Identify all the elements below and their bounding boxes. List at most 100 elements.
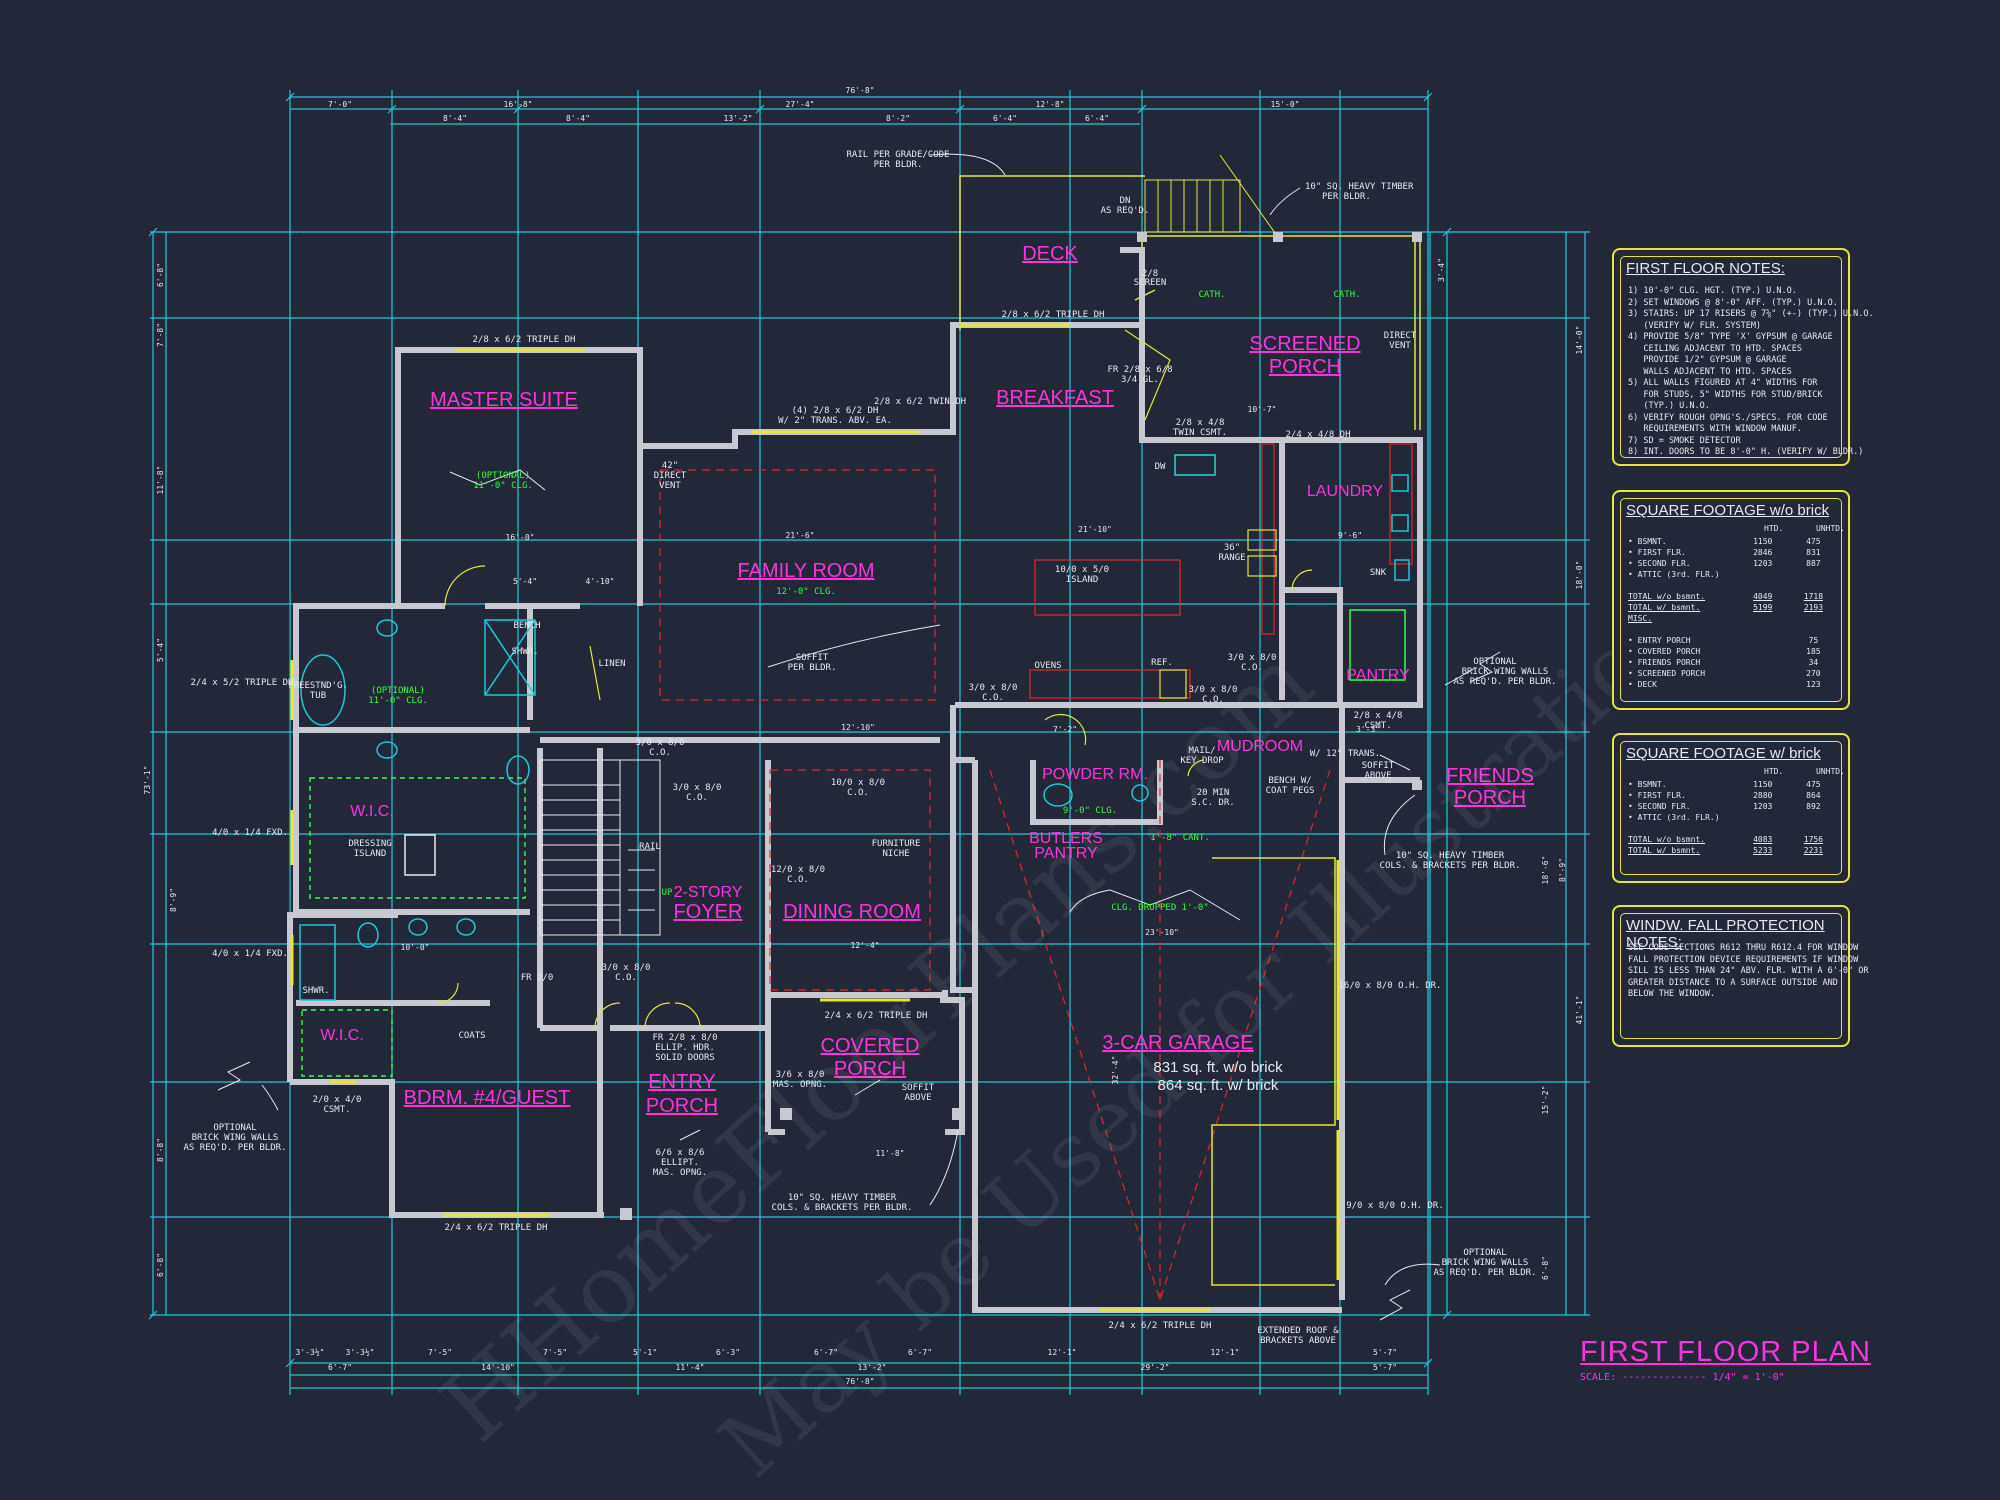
sqft-cell-htd: 4049 [1753,592,1773,601]
svg-text:14'-10": 14'-10" [481,1363,515,1372]
svg-text:CSMT.: CSMT. [1364,721,1391,731]
garage-sqft-w: 864 sq. ft. w/ brick [1158,1077,1279,1094]
sqft-row [1628,580,1836,591]
svg-text:VENT: VENT [1389,341,1411,351]
svg-text:18'-0": 18'-0" [1575,561,1584,590]
svg-text:2/0 x 4/0: 2/0 x 4/0 [313,1095,362,1105]
svg-text:TUB: TUB [310,691,326,701]
sqft-row [1628,624,1836,635]
svg-text:C.O.: C.O. [1241,663,1263,673]
svg-text:AS REQ'D.: AS REQ'D. [1101,206,1150,216]
svg-text:BRICK WING WALLS: BRICK WING WALLS [1442,1258,1529,1268]
window-fall-notes-panel: WINDW. FALL PROTECTION NOTES: SEE CODE S… [1612,905,1869,1047]
svg-text:C.O.: C.O. [787,875,809,885]
svg-text:PORCH: PORCH [1454,787,1526,809]
sqft-cell-htd [1735,823,1791,834]
svg-text:7'-5": 7'-5" [543,1348,567,1357]
svg-text:10" SQ. HEAVY TIMBER: 10" SQ. HEAVY TIMBER [788,1193,897,1203]
svg-text:DIRECT: DIRECT [654,471,687,481]
sqft-cell-unhtd: 831 [1806,548,1821,557]
dim-overall-top: 76'-8" [846,86,875,95]
svg-text:6'-7": 6'-7" [814,1348,838,1357]
sqft-cell-label: • FIRST FLR. [1628,791,1686,800]
sqft-cell-label: • BSMNT. [1628,780,1667,789]
svg-text:10" SQ. HEAVY TIMBER: 10" SQ. HEAVY TIMBER [1305,182,1414,192]
svg-text:16'-8": 16'-8" [504,100,533,109]
sqft-cell-label: • COVERED PORCH [1628,647,1701,656]
svg-text:COLS. & BRACKETS PER BLDR.: COLS. & BRACKETS PER BLDR. [772,1203,913,1213]
sqft-cell-htd [1735,569,1791,580]
svg-text:4/0 x 1/4 FXD.: 4/0 x 1/4 FXD. [212,949,288,959]
sqft-cell-label: • SCREENED PORCH [1628,669,1706,678]
sqft-wo-title: SQUARE FOOTAGE w/o brick [1626,502,1830,519]
svg-text:11'-8": 11'-8" [156,466,165,495]
svg-text:3/0 x 8/0: 3/0 x 8/0 [602,963,651,973]
svg-text:PORCH: PORCH [646,1095,718,1117]
room-bdrm4: BDRM. #4/GUEST [404,1087,571,1109]
svg-text:2/8: 2/8 [1142,269,1158,279]
sqft-cell-unhtd: 34 [1808,658,1819,667]
svg-text:SOLID DOORS: SOLID DOORS [655,1053,715,1063]
svg-text:C.O.: C.O. [649,748,671,758]
sqft-cell-label: • FIRST FLR. [1628,548,1686,557]
svg-text:6'-8": 6'-8" [156,1253,165,1277]
svg-text:CLG. DROPPED 1'-0": CLG. DROPPED 1'-0" [1111,903,1209,913]
first-floor-notes-title: FIRST FLOOR NOTES: [1626,260,1785,277]
svg-text:12'-1": 12'-1" [1211,1348,1240,1357]
svg-text:6'-8": 6'-8" [1541,1256,1550,1280]
svg-text:42": 42" [662,461,678,471]
svg-text:PER BLDR.: PER BLDR. [1322,192,1371,202]
room-wic: W.I.C. [350,803,394,820]
svg-text:14'-0": 14'-0" [1575,326,1584,355]
fixtures [299,454,1410,1001]
svg-text:10'-7": 10'-7" [1248,405,1277,414]
svg-text:5'-4": 5'-4" [513,577,537,586]
svg-text:SOFFIT: SOFFIT [902,1083,935,1093]
svg-text:12'-10": 12'-10" [841,723,875,732]
sqft-cell-label: TOTAL w/ bsmnt. [1628,603,1701,612]
svg-text:4/0 x 1/4 FXD.: 4/0 x 1/4 FXD. [212,828,288,838]
svg-text:ELLIPT.: ELLIPT. [661,1158,699,1168]
svg-text:BENCH: BENCH [513,621,540,631]
room-family-room: FAMILY ROOM [737,560,874,582]
svg-text:MAS. OPNG.: MAS. OPNG. [653,1168,707,1178]
svg-text:S.C. DR.: S.C. DR. [1191,798,1234,808]
break-marks [217,469,1501,1321]
svg-text:(OPTIONAL): (OPTIONAL) [371,686,425,696]
columns [620,232,1422,1220]
sqft-cell-htd: 5233 [1753,846,1773,855]
sqft-row: • FIRST FLR. 2846 831 [1628,547,1836,558]
dimension-labels: 76'-8" 7'-0" 16'-8" 27'-4" 12'-8" 15'-0"… [143,86,1584,1386]
room-wic-2: W.I.C. [320,1027,364,1044]
svg-text:COLS. & BRACKETS PER BLDR.: COLS. & BRACKETS PER BLDR. [1380,861,1521,871]
sqft-cell-htd: 2846 [1753,548,1773,557]
svg-text:23'-10": 23'-10" [1145,928,1179,937]
svg-text:ISLAND: ISLAND [1066,575,1099,585]
plan-title: FIRST FLOOR PLAN [1580,1336,1872,1368]
svg-text:7'-2": 7'-2" [1053,725,1077,734]
svg-text:W/ 2" TRANS. ABV. EA.: W/ 2" TRANS. ABV. EA. [778,416,892,426]
svg-text:OPTIONAL: OPTIONAL [213,1123,256,1133]
svg-text:3/6 x 8/0: 3/6 x 8/0 [776,1070,825,1080]
room-friends-porch: FRIENDS [1446,765,1534,787]
room-garage: 3-CAR GARAGE [1102,1032,1253,1054]
svg-text:11'-8": 11'-8" [876,1149,905,1158]
svg-text:7'-5": 7'-5" [428,1348,452,1357]
svg-text:DIRECT: DIRECT [1384,331,1417,341]
svg-text:FR 2/8 x 6/8: FR 2/8 x 6/8 [1107,365,1172,375]
sqft-cell-htd [1735,657,1791,668]
windows [290,323,1340,1312]
svg-text:C.O.: C.O. [847,788,869,798]
svg-text:2/8 x 6/2 TRIPLE DH: 2/8 x 6/2 TRIPLE DH [1002,310,1105,320]
sqft-cell-label [1628,823,1735,834]
sqft-cell-label: TOTAL w/o bsmnt. [1628,592,1706,601]
sqft-cell-label: • ATTIC (3rd. FLR.) [1628,813,1720,822]
svg-text:3/0 x 8/0: 3/0 x 8/0 [673,783,722,793]
sqft-cell-label: • ATTIC (3rd. FLR.) [1628,570,1720,579]
sqft-cell-label: • FRIENDS PORCH [1628,658,1701,667]
svg-text:(4) 2/8 x 6/2 DH: (4) 2/8 x 6/2 DH [792,406,879,416]
svg-text:SOFFIT: SOFFIT [1362,761,1395,771]
